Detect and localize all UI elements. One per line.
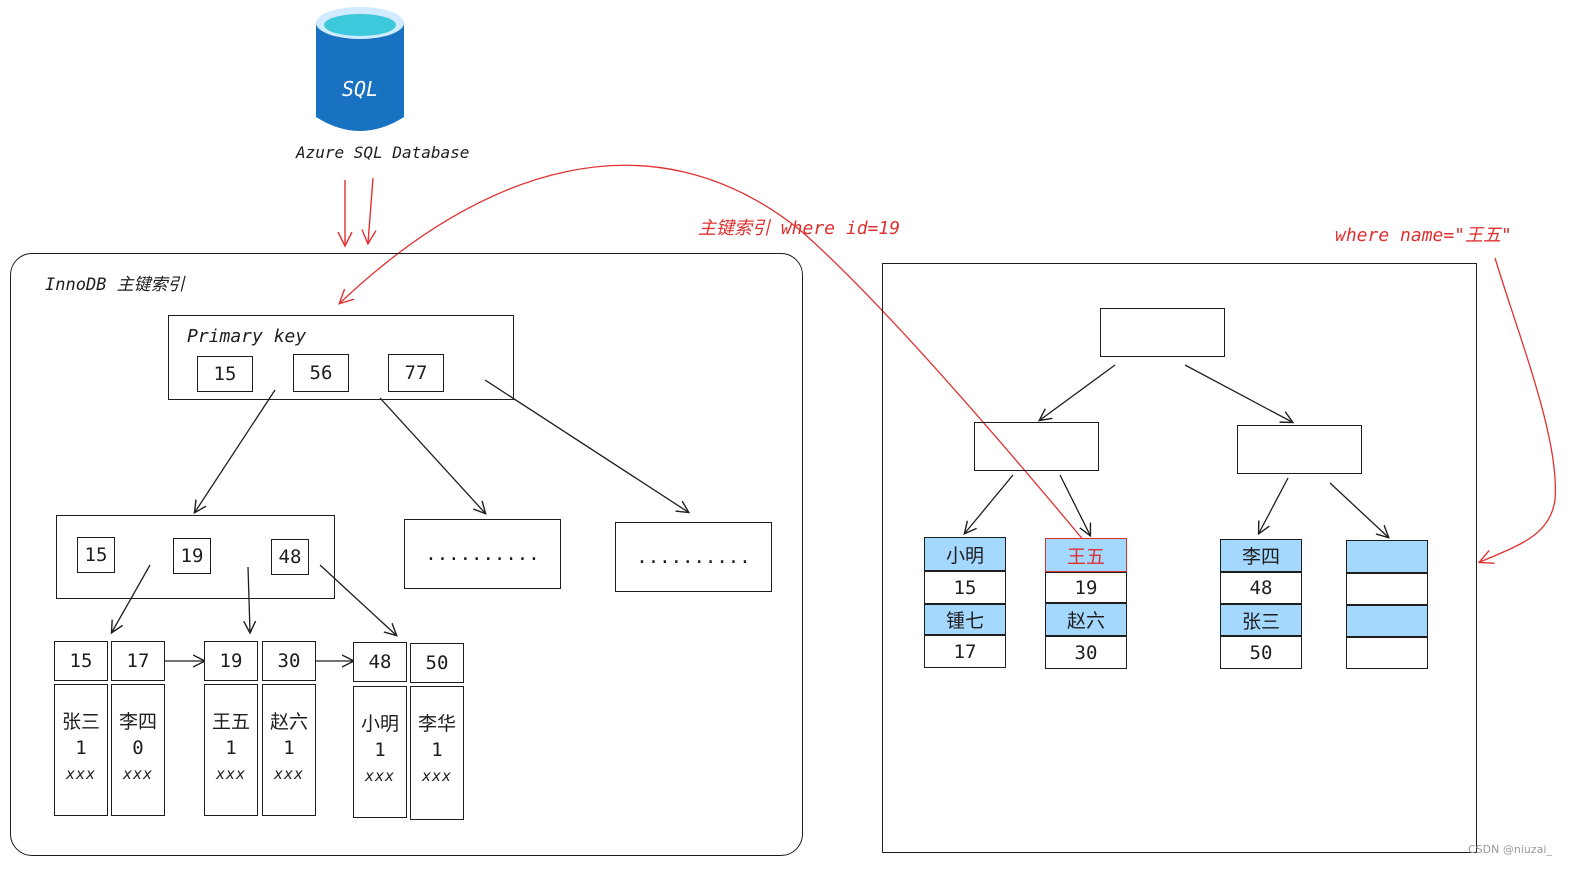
record-extra: xxx — [273, 765, 305, 783]
record-value: 1 — [374, 739, 386, 761]
secondary-leaf-cell: 19 — [1045, 572, 1127, 603]
name-query-curve — [1480, 257, 1557, 562]
record-value: 1 — [431, 739, 443, 761]
leaf-key: 17 — [111, 641, 165, 681]
left-panel-title: InnoDB 主键索引 — [45, 275, 185, 295]
primary-key-label: Primary key — [187, 326, 307, 347]
pk-query-annotation: 主键索引 where id=19 — [698, 218, 901, 239]
record-name: 张三 — [61, 711, 100, 733]
secondary-leaf-cell: 锺七 — [924, 604, 1006, 635]
secondary-internal-node — [1237, 425, 1362, 474]
record-value: 1 — [225, 737, 237, 759]
secondary-leaf-cell-match: 王五 — [1045, 538, 1127, 572]
leaf-record: 王五 1 xxx — [204, 684, 258, 816]
leaf-key: 30 — [262, 641, 316, 681]
placeholder-node: .......... — [404, 519, 561, 589]
leaf-key: 50 — [410, 643, 464, 683]
record-name: 李四 — [118, 711, 157, 733]
record-extra: xxx — [65, 765, 97, 783]
name-query-annotation: where name="王五" — [1335, 225, 1512, 246]
record-name: 王五 — [211, 711, 250, 733]
secondary-leaf-cell: 赵六 — [1045, 603, 1127, 636]
secondary-leaf-cell: 50 — [1220, 636, 1302, 669]
secondary-root-node — [1100, 308, 1225, 357]
database-icon-text: SQL — [342, 77, 379, 101]
secondary-internal-node — [974, 422, 1099, 471]
leaf-record: 李华 1 xxx — [410, 686, 464, 820]
mid-key: 48 — [271, 539, 309, 575]
watermark: CSDN @niuzai_ — [1468, 843, 1552, 856]
secondary-leaf-cell: 48 — [1220, 572, 1302, 604]
database-icon: SQL — [312, 5, 408, 135]
secondary-leaf-cell — [1346, 573, 1428, 605]
leaf-key: 48 — [353, 642, 407, 682]
root-key: 77 — [388, 354, 444, 392]
record-value: 0 — [132, 737, 144, 759]
secondary-leaf-cell: 张三 — [1220, 604, 1302, 636]
leaf-record: 赵六 1 xxx — [262, 684, 316, 816]
mid-key: 15 — [77, 537, 115, 573]
record-name: 小明 — [360, 713, 399, 735]
record-extra: xxx — [421, 767, 453, 785]
placeholder-node: .......... — [615, 522, 772, 592]
mid-node — [56, 515, 335, 599]
primary-key-root-node — [168, 315, 514, 400]
leaf-key: 19 — [204, 641, 258, 681]
secondary-leaf-cell — [1346, 637, 1428, 669]
leaf-record: 李四 0 xxx — [111, 684, 165, 816]
record-extra: xxx — [215, 765, 247, 783]
database-label: Azure SQL Database — [296, 143, 470, 162]
right-panel — [882, 263, 1477, 853]
db-arrow-2 — [368, 177, 373, 243]
record-extra: xxx — [364, 767, 396, 785]
secondary-leaf-cell: 李四 — [1220, 539, 1302, 572]
record-extra: xxx — [122, 765, 154, 783]
leaf-key: 15 — [54, 641, 108, 681]
root-key: 15 — [197, 356, 253, 392]
secondary-leaf-cell: 17 — [924, 635, 1006, 668]
record-value: 1 — [283, 737, 295, 759]
record-name: 赵六 — [269, 711, 308, 733]
record-name: 李华 — [417, 713, 456, 735]
secondary-leaf-cell: 小明 — [924, 537, 1006, 571]
secondary-leaf-cell: 15 — [924, 571, 1006, 604]
leaf-record: 张三 1 xxx — [54, 684, 108, 816]
mid-key: 19 — [173, 538, 211, 574]
leaf-record: 小明 1 xxx — [353, 686, 407, 818]
root-key: 56 — [293, 354, 349, 392]
secondary-leaf-cell — [1346, 605, 1428, 637]
secondary-leaf-cell: 30 — [1045, 636, 1127, 669]
left-panel — [10, 253, 803, 856]
record-value: 1 — [75, 737, 87, 759]
secondary-leaf-cell — [1346, 540, 1428, 573]
